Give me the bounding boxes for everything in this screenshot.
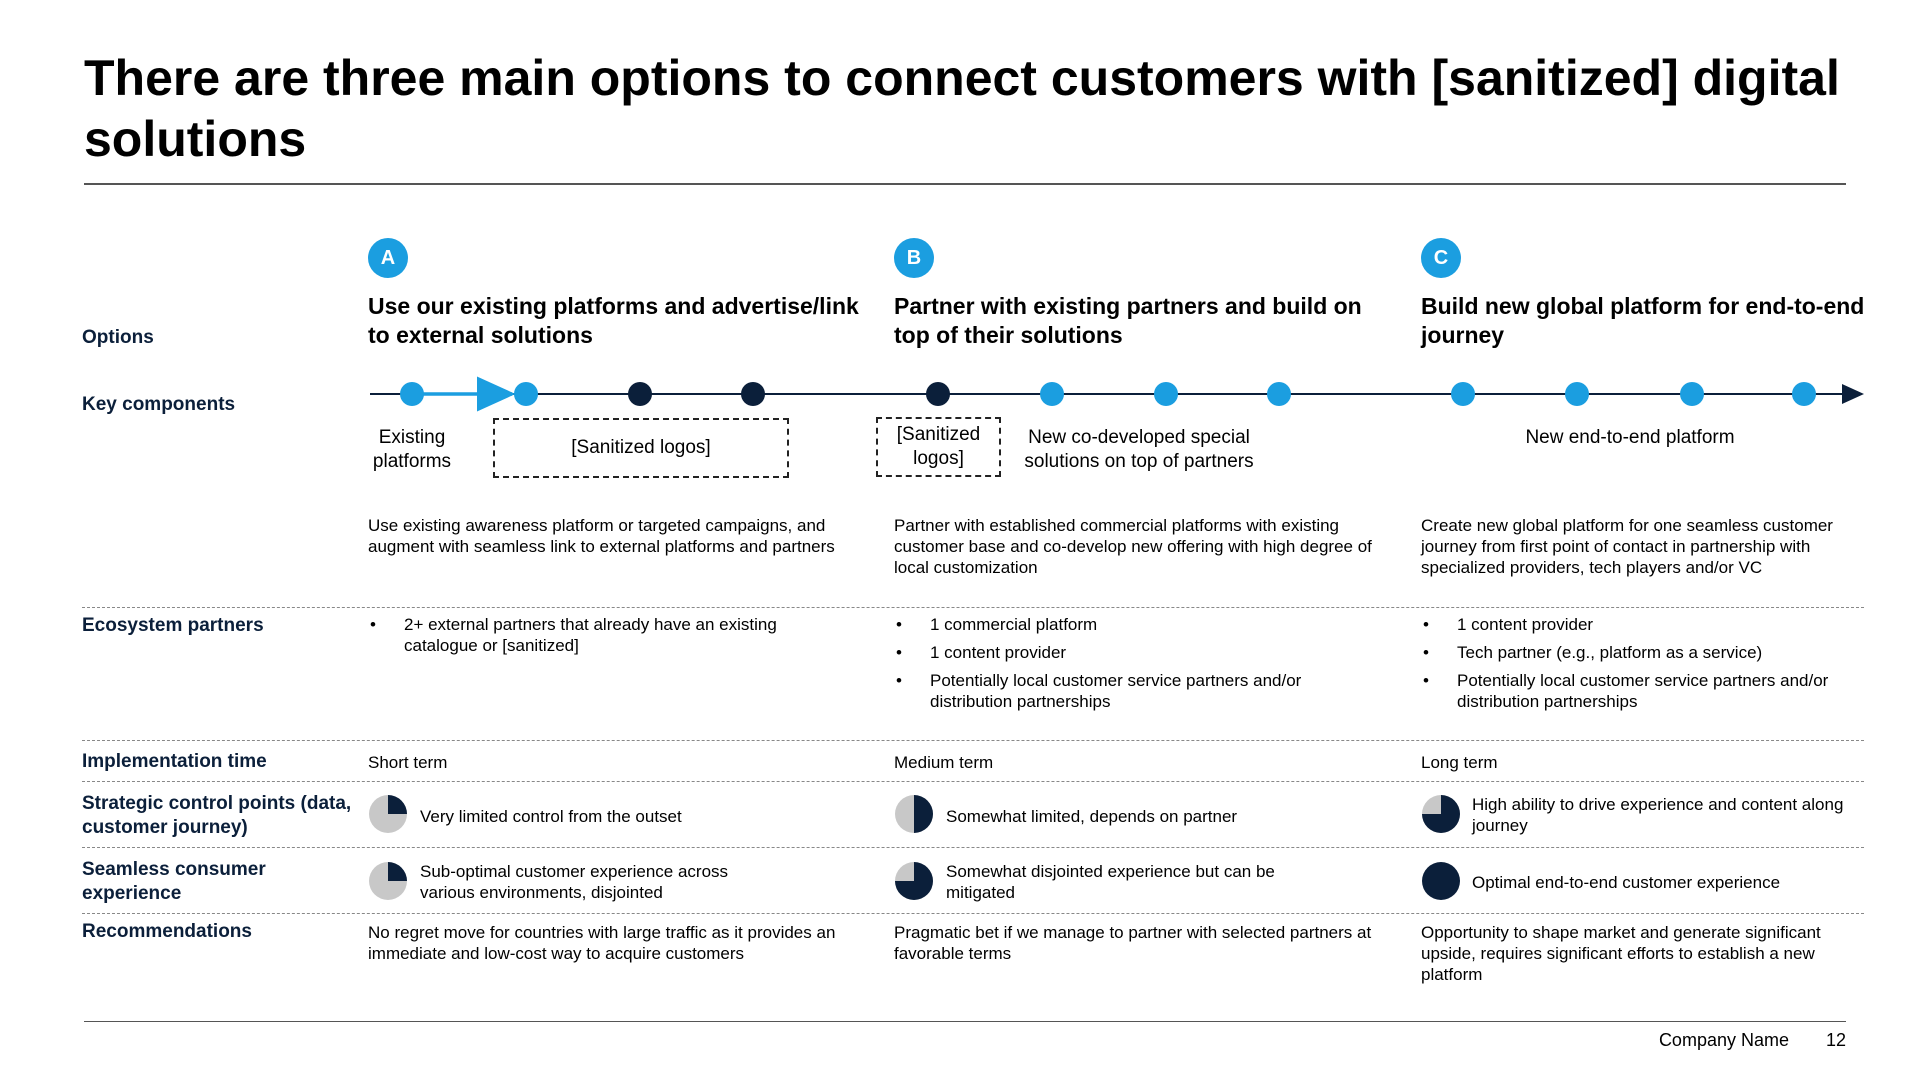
option-a-description: Use existing awareness platform or targe… <box>368 516 835 556</box>
harvey-ball-icon <box>369 795 407 833</box>
option-b-implementation: Medium term <box>894 753 994 772</box>
timeline-dot <box>1792 382 1816 406</box>
row-separator <box>82 740 1864 741</box>
component-sanitized-logos-b: [Sanitized logos] <box>876 417 1001 477</box>
key-components-timeline <box>370 376 1864 412</box>
footer-company-name: Company Name <box>1658 1030 1789 1050</box>
option-a-strategic: Very limited control from the outset <box>420 807 682 826</box>
timeline-dot <box>1154 382 1178 406</box>
page-title: There are three main options to connect … <box>84 50 1840 167</box>
timeline-dot <box>741 382 765 406</box>
timeline-dot <box>1040 382 1064 406</box>
option-c-ecosystem-list: 1 content provider Tech partner (e.g., p… <box>1421 614 1871 719</box>
option-a-ecosystem-list: 2+ external partners that already have a… <box>368 614 828 663</box>
component-existing-platforms: Existing platforms <box>372 427 452 472</box>
option-c-strategic: High ability to drive experience and con… <box>1472 795 1844 835</box>
list-item: Potentially local customer service partn… <box>894 670 1364 712</box>
row-separator <box>82 607 1864 608</box>
list-item: Tech partner (e.g., platform as a servic… <box>1421 642 1871 663</box>
harvey-ball-icon <box>369 862 407 900</box>
timeline-dot <box>400 382 424 406</box>
component-sanitized-logos-a: [Sanitized logos] <box>493 418 789 478</box>
option-a-seamless: Sub-optimal customer experience across v… <box>420 862 729 902</box>
list-item: Potentially local customer service partn… <box>1421 670 1871 712</box>
row-separator <box>82 847 1864 848</box>
harvey-ball-icon <box>895 862 933 900</box>
page-number: 12 <box>1825 1030 1846 1050</box>
row-label-ecosystem: Ecosystem partners <box>82 615 264 636</box>
title-divider <box>84 183 1846 185</box>
timeline-dot <box>1565 382 1589 406</box>
list-item: 1 content provider <box>1421 614 1871 635</box>
option-a-badge: A <box>368 238 408 278</box>
list-item: 2+ external partners that already have a… <box>368 614 828 656</box>
row-label-strategic: Strategic control points (data, customer… <box>82 793 352 838</box>
row-separator <box>82 913 1864 914</box>
timeline-dot <box>1267 382 1291 406</box>
option-b-recommendation: Pragmatic bet if we manage to partner wi… <box>894 923 1372 963</box>
component-co-developed: New co-developed special solutions on to… <box>1024 427 1254 472</box>
option-c-heading: Build new global platform for end-to-end… <box>1421 293 1865 348</box>
timeline-dot <box>514 382 538 406</box>
option-b-heading: Partner with existing partners and build… <box>894 293 1362 348</box>
option-c-implementation: Long term <box>1421 753 1498 772</box>
option-a-implementation: Short term <box>368 753 448 772</box>
harvey-ball-icon <box>1422 795 1460 833</box>
timeline-dot <box>1451 382 1475 406</box>
option-b-description: Partner with established commercial plat… <box>894 516 1372 577</box>
harvey-ball-icon <box>895 795 933 833</box>
timeline-dot <box>926 382 950 406</box>
footer-divider <box>84 1021 1846 1022</box>
option-c-description: Create new global platform for one seaml… <box>1421 516 1833 577</box>
option-b-seamless: Somewhat disjointed experience but can b… <box>946 862 1275 902</box>
row-label-key-components: Key components <box>82 394 236 415</box>
option-a-heading: Use our existing platforms and advertise… <box>368 293 859 348</box>
row-label-implementation: Implementation time <box>82 751 267 772</box>
option-b-badge: B <box>894 238 934 278</box>
option-b-ecosystem-list: 1 commercial platform 1 content provider… <box>894 614 1364 719</box>
timeline-dot <box>1680 382 1704 406</box>
row-label-recommendations: Recommendations <box>82 921 252 942</box>
option-c-seamless: Optimal end-to-end customer experience <box>1472 873 1781 892</box>
list-item: 1 commercial platform <box>894 614 1364 635</box>
row-separator <box>82 781 1864 782</box>
option-b-strategic: Somewhat limited, depends on partner <box>946 807 1238 826</box>
option-c-recommendation: Opportunity to shape market and generate… <box>1421 923 1821 984</box>
option-a-recommendation: No regret move for countries with large … <box>368 923 836 963</box>
component-end-to-end: New end-to-end platform <box>1525 427 1735 448</box>
option-c-badge: C <box>1421 238 1461 278</box>
harvey-ball-icon <box>1422 862 1460 900</box>
row-label-options: Options <box>82 327 154 348</box>
row-label-seamless: Seamless consumer experience <box>82 859 266 904</box>
list-item: 1 content provider <box>894 642 1364 663</box>
timeline-dot <box>628 382 652 406</box>
